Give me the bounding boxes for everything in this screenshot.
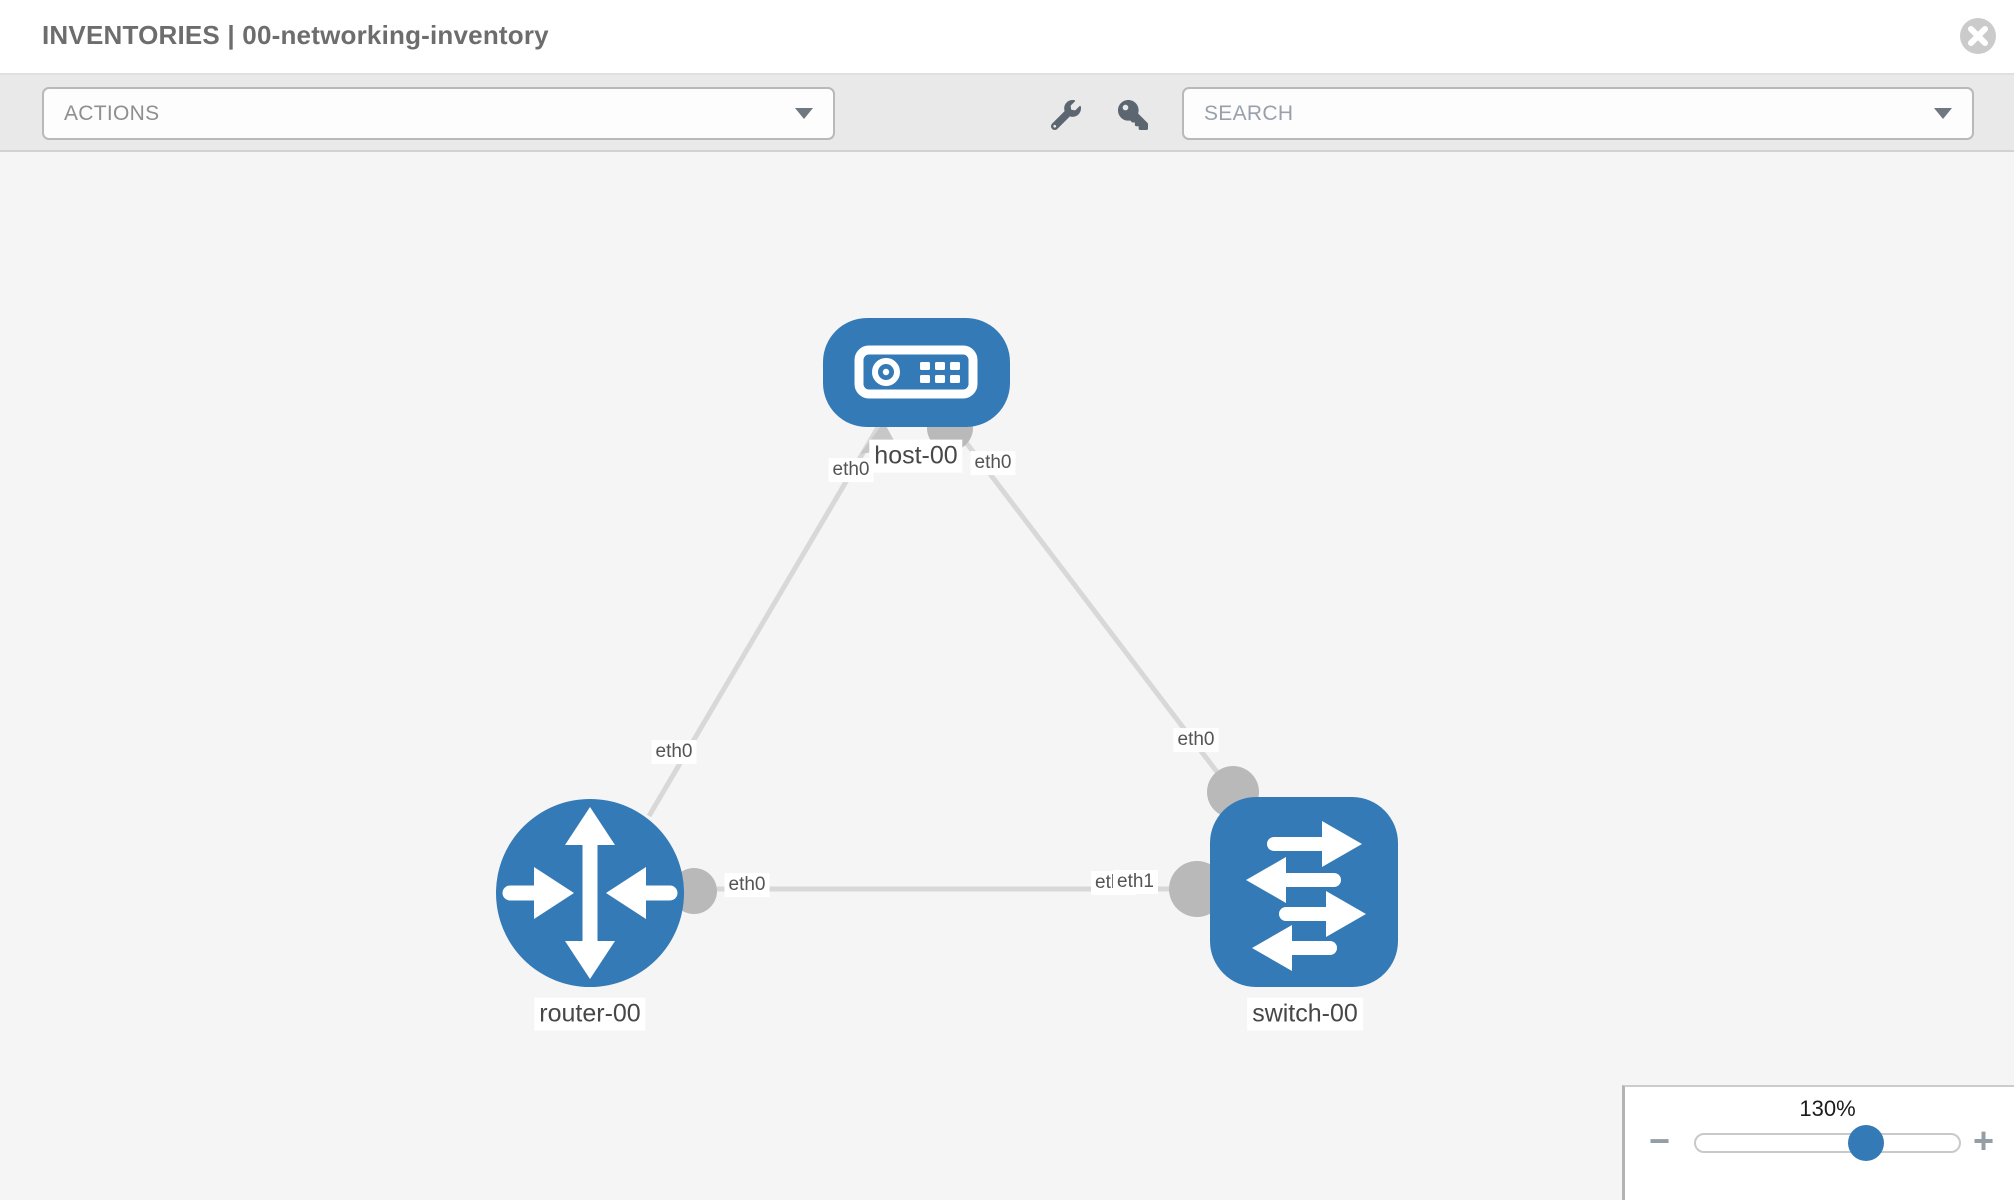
search-dropdown-label: SEARCH bbox=[1204, 101, 1294, 125]
zoom-level: 130% bbox=[1799, 1096, 1856, 1121]
interface-label-host-eth0-left: eth0 bbox=[828, 458, 874, 482]
interface-label-router-eth0-right: eth0 bbox=[724, 873, 770, 897]
chevron-down-icon bbox=[1934, 108, 1952, 119]
node-host-00[interactable] bbox=[823, 318, 1010, 427]
zoom-in-button[interactable]: + bbox=[1973, 1120, 1995, 1161]
actions-dropdown[interactable]: ACTIONS bbox=[42, 87, 835, 140]
zoom-slider-track[interactable] bbox=[1694, 1133, 1961, 1153]
toolbar: ACTIONS SEARCH bbox=[0, 75, 2014, 152]
host-icon bbox=[854, 345, 978, 399]
close-icon bbox=[1960, 18, 1996, 54]
interface-label-router-eth0-top: eth0 bbox=[651, 740, 697, 764]
interface-label-host-eth0-right: eth0 bbox=[970, 451, 1016, 475]
node-router-00[interactable] bbox=[496, 799, 684, 987]
topology-canvas[interactable]: host-00 router-00 switch-00 eth0 eth0 et… bbox=[0, 152, 2014, 1200]
actions-dropdown-label: ACTIONS bbox=[64, 101, 160, 125]
node-label-host: host-00 bbox=[869, 439, 963, 473]
interface-label-switch-eth0-top: eth0 bbox=[1173, 728, 1219, 752]
node-switch-00[interactable] bbox=[1210, 797, 1398, 987]
key-icon bbox=[1118, 100, 1148, 130]
switch-icon bbox=[1246, 821, 1366, 971]
chevron-down-icon bbox=[795, 108, 813, 119]
search-dropdown[interactable]: SEARCH bbox=[1182, 87, 1974, 140]
key-button[interactable] bbox=[1110, 92, 1156, 138]
zoom-control-panel: 130% − + bbox=[1622, 1085, 2014, 1200]
zoom-slider-handle[interactable] bbox=[1848, 1125, 1884, 1161]
node-label-switch: switch-00 bbox=[1247, 997, 1363, 1031]
header: INVENTORIES | 00-networking-inventory bbox=[0, 0, 2014, 75]
tools-button[interactable] bbox=[1043, 92, 1089, 138]
page-title: INVENTORIES | 00-networking-inventory bbox=[42, 20, 549, 50]
close-button[interactable] bbox=[1959, 17, 1997, 55]
router-icon bbox=[502, 807, 678, 979]
node-label-router: router-00 bbox=[534, 997, 646, 1031]
wrench-icon bbox=[1051, 100, 1081, 130]
zoom-out-button[interactable]: − bbox=[1649, 1120, 1671, 1161]
interface-label-switch-eth1-left: eth1 bbox=[1113, 870, 1158, 894]
